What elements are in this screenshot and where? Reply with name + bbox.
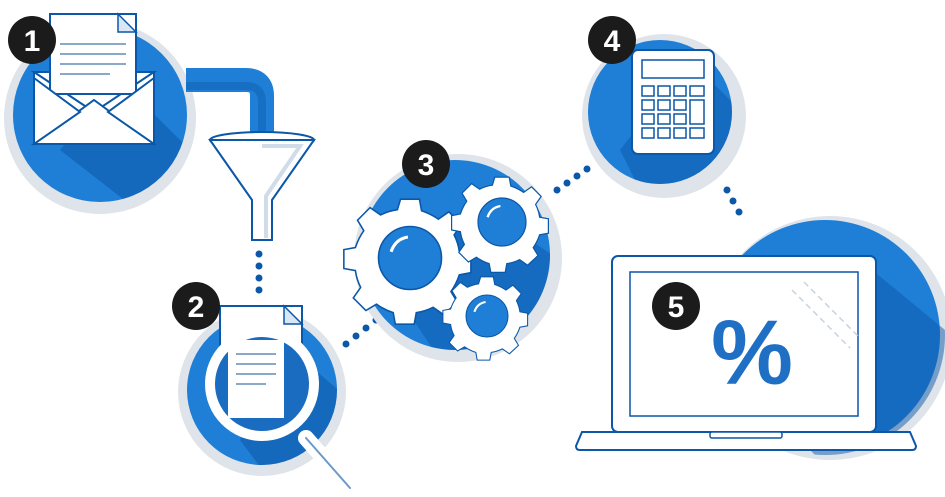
step-3-number: 3 [418,149,435,182]
envelope-letter-icon [30,12,158,146]
step-2-badge: 2 [172,282,220,330]
step-5: % 5 [574,216,945,460]
laptop-percent-icon: % [574,255,918,451]
step-1-badge: 1 [8,16,56,64]
step-4: 4 [582,16,746,198]
calculator-icon [631,49,715,155]
step-1: 1 [4,12,196,214]
step-2: 2 [172,282,358,496]
percent-symbol: % [711,302,793,404]
pipe-connector [186,68,274,144]
funnel-icon [208,131,316,241]
step-1-number: 1 [24,25,41,58]
dotted-connector-4-5 [723,186,743,216]
step-4-badge: 4 [588,16,636,64]
step-3: 3 [343,140,562,362]
dotted-connector-3-4 [553,165,591,194]
step-3-badge: 3 [402,140,450,188]
step-5-number: 5 [668,291,685,324]
dotted-connector-2-3 [342,316,380,348]
step-4-number: 4 [604,25,621,58]
step-5-badge: 5 [652,282,700,330]
step-2-number: 2 [188,291,205,324]
gears-icon [343,176,550,361]
dotted-connector-1-2 [255,250,263,294]
magnifier-document-icon [205,304,358,496]
